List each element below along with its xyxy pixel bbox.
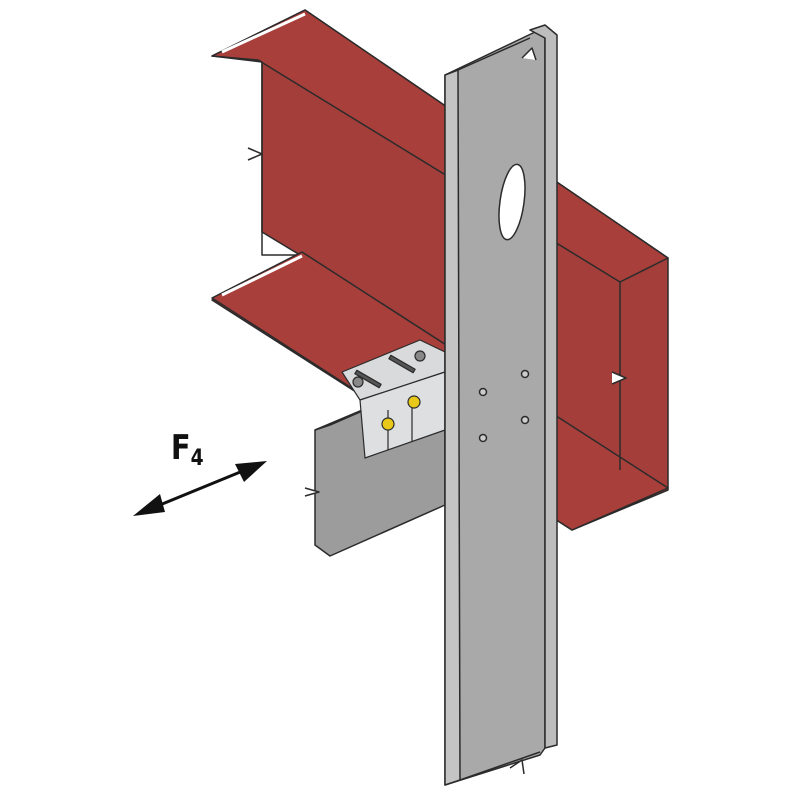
force-subscript: 4 — [190, 446, 204, 471]
screw-icon — [520, 369, 530, 379]
stud-right-flange — [529, 24, 558, 749]
yellow-screw-icon — [381, 417, 395, 431]
stud-knockout-slot — [498, 163, 526, 241]
force-label: F4 — [171, 428, 204, 471]
steel-stud — [444, 24, 558, 786]
clip-bracket — [341, 339, 446, 459]
force-arrow-icon — [133, 461, 267, 516]
force-letter: F — [170, 428, 191, 468]
screw-icon — [478, 433, 488, 443]
stud-left-flange — [444, 69, 461, 786]
screw-icon — [520, 415, 530, 425]
screw-icon — [478, 387, 488, 397]
yellow-screw-icon — [407, 395, 421, 409]
